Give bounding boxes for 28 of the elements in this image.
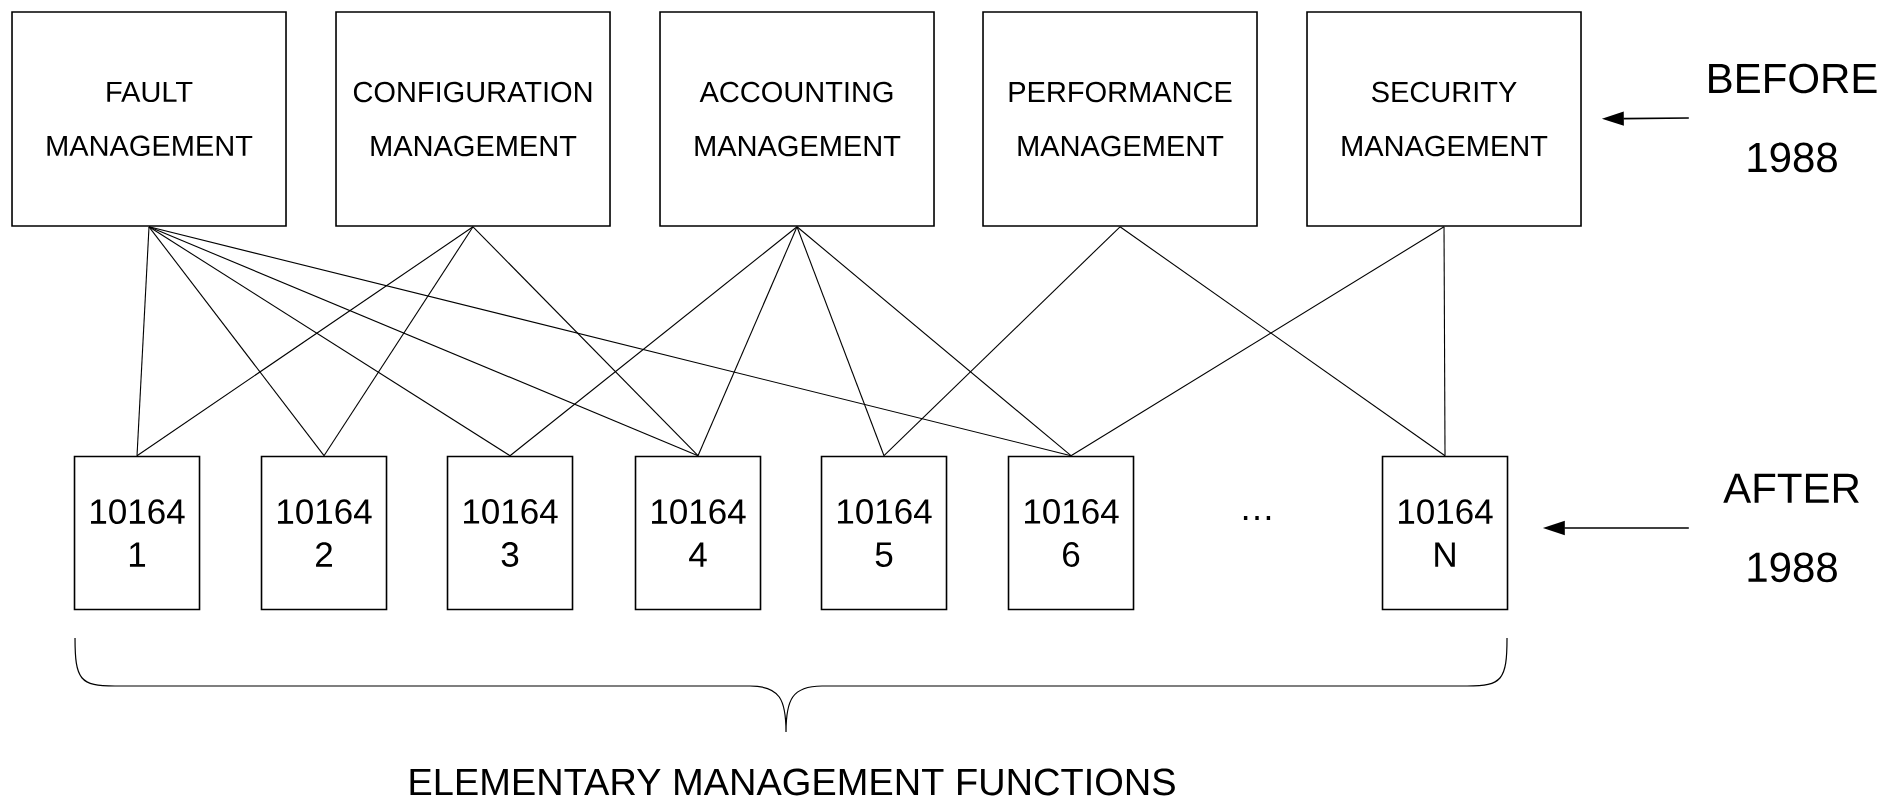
function-box: 10164 6 — [1007, 455, 1135, 611]
era-label: BEFORE 1988 — [1709, 63, 1877, 173]
connector-line — [883, 226, 1121, 457]
management-box: ACCOUNTING MANAGEMENT — [659, 11, 935, 227]
function-box: 10164 N — [1381, 455, 1509, 611]
connector-line — [796, 226, 885, 457]
management-box: CONFIGURATION MANAGEMENT — [335, 11, 611, 227]
connector-line — [697, 226, 798, 457]
connector-line — [148, 226, 1072, 457]
function-box: 10164 2 — [260, 455, 388, 611]
management-box: SECURITY MANAGEMENT — [1306, 11, 1582, 227]
function-box: 10164 4 — [634, 455, 762, 611]
connector-line — [148, 226, 325, 457]
connector-line — [148, 226, 699, 457]
connector-line — [472, 226, 699, 457]
caption-text: ELEMENTARY MANAGEMENT FUNCTIONS — [410, 768, 1175, 796]
connector-line — [1443, 226, 1446, 457]
management-box: FAULT MANAGEMENT — [11, 11, 287, 227]
function-box: 10164 3 — [446, 455, 574, 611]
management-box: PERFORMANCE MANAGEMENT — [982, 11, 1258, 227]
function-box: 10164 5 — [820, 455, 948, 611]
connector-line — [509, 226, 798, 457]
era-label: AFTER 1988 — [1723, 473, 1859, 583]
connector-line — [796, 226, 1072, 457]
connector-line — [136, 226, 150, 457]
function-box: 10164 1 — [73, 455, 201, 611]
ellipsis: … — [1243, 516, 1271, 520]
connector-line — [323, 226, 474, 457]
